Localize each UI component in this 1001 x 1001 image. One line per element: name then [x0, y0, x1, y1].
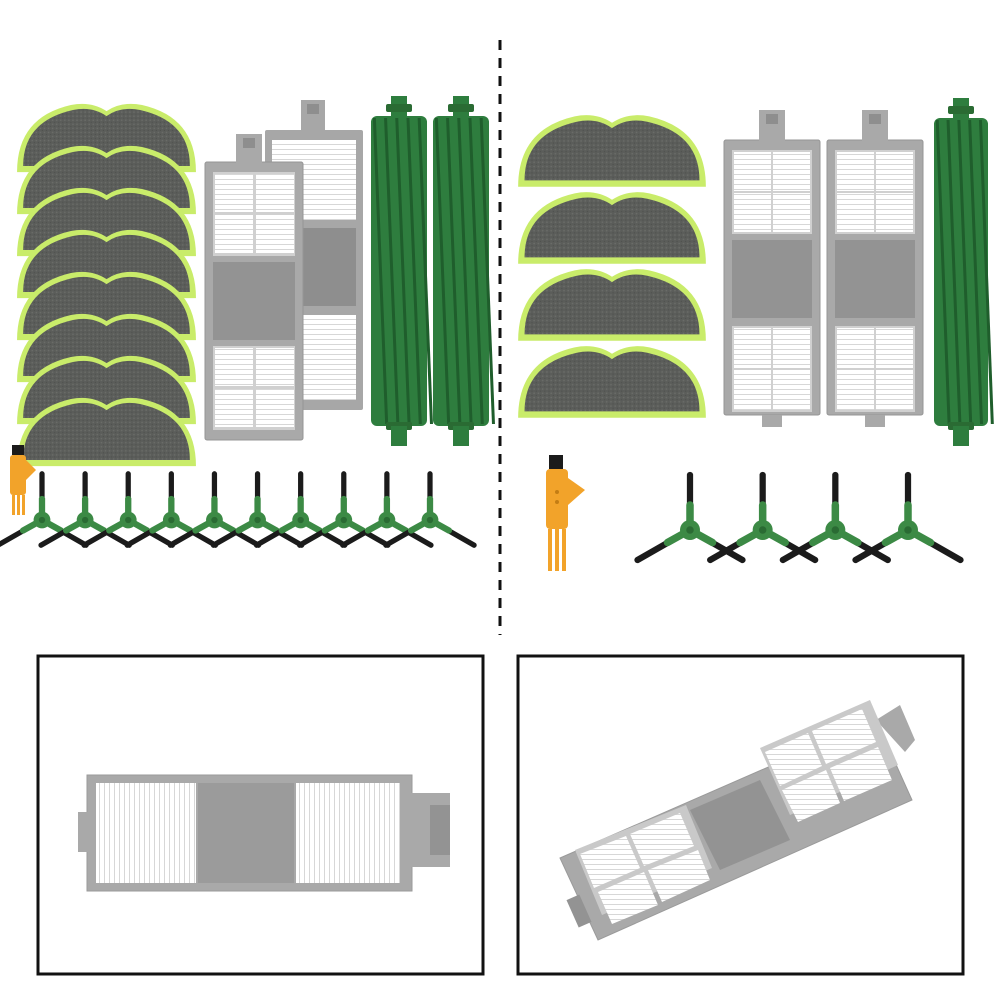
hepa-filter-icon	[559, 700, 915, 941]
left-mop-pads	[17, 103, 196, 467]
main-roller	[371, 96, 433, 446]
mop-pad	[518, 115, 706, 187]
mop-pad	[518, 269, 706, 341]
left-cleaning-tool	[10, 445, 36, 515]
main-roller	[433, 96, 495, 446]
left-kit-group	[0, 96, 495, 545]
mop-pad	[518, 192, 706, 264]
side-brush	[41, 474, 129, 545]
left-side-brushes	[0, 474, 474, 545]
side-brush	[213, 474, 301, 545]
right-cleaning-tool	[546, 455, 585, 571]
hepa-filter-icon	[78, 774, 450, 892]
left-main-rollers	[371, 96, 495, 446]
hepa-filter	[826, 110, 924, 427]
hepa-filter	[723, 110, 821, 427]
side-brush	[257, 474, 345, 545]
detail-box-filter-top	[36, 654, 485, 976]
main-roller	[934, 98, 994, 446]
right-side-brushes	[638, 475, 961, 560]
left-hepa-filter-front	[204, 134, 304, 441]
mop-pad	[518, 346, 706, 418]
side-brush	[343, 474, 431, 545]
right-kit-group	[518, 98, 994, 571]
side-brush	[84, 474, 172, 545]
detail-box-filter-angled	[516, 654, 965, 976]
side-brush	[127, 474, 215, 545]
right-hepa-filters	[723, 110, 924, 427]
side-brush	[386, 474, 474, 545]
side-brush	[300, 474, 388, 545]
side-brush	[170, 474, 258, 545]
right-main-roller	[934, 98, 994, 446]
right-mop-pads	[518, 115, 706, 418]
